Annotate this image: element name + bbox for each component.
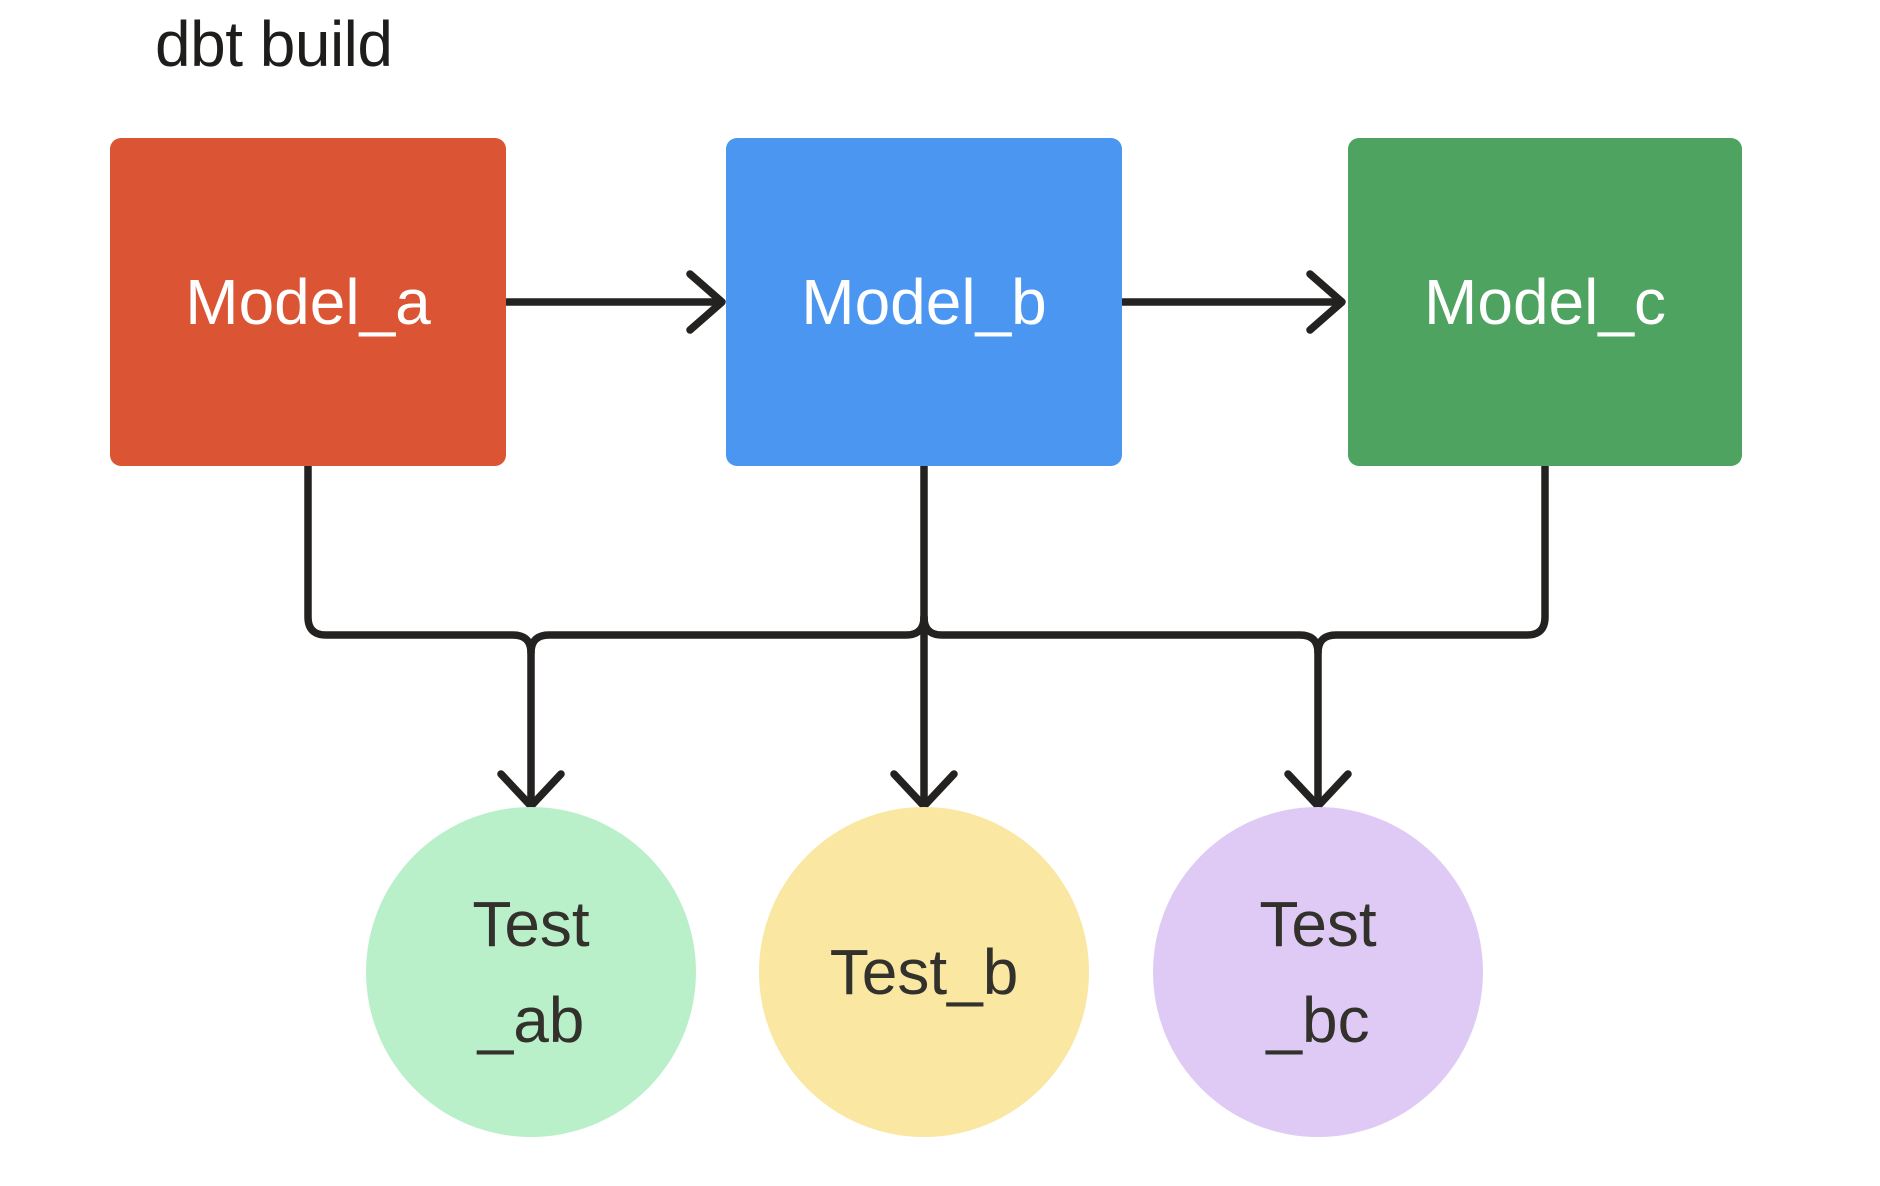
arrowhead-test-b-icon <box>890 770 958 810</box>
node-model-a-label: Model_a <box>185 266 431 338</box>
node-test-b: Test_b <box>759 807 1089 1137</box>
connector-bus-right <box>920 613 1322 804</box>
node-test-ab-label: Test _ab <box>472 888 590 1056</box>
node-test-bc-label: Test _bc <box>1259 888 1377 1056</box>
connector-bus-left <box>527 613 928 657</box>
connector-model-a-drop <box>304 462 535 804</box>
node-test-b-label: Test_b <box>829 936 1019 1008</box>
connector-model-c-drop <box>1314 462 1549 657</box>
node-model-a: Model_a <box>110 138 506 466</box>
node-test-ab: Test _ab <box>366 807 696 1137</box>
diagram-title: dbt build <box>155 8 393 80</box>
arrowhead-test-bc-icon <box>1284 770 1352 810</box>
arrowhead-test-ab-icon <box>497 770 565 810</box>
node-model-c-label: Model_c <box>1424 266 1666 338</box>
node-test-bc: Test _bc <box>1153 807 1483 1137</box>
connector-group <box>304 270 1549 810</box>
node-model-b: Model_b <box>726 138 1122 466</box>
node-model-c: Model_c <box>1348 138 1742 466</box>
node-model-b-label: Model_b <box>801 266 1047 338</box>
arrowhead-model-c-icon <box>1306 270 1346 334</box>
arrowhead-model-b-icon <box>686 270 726 334</box>
